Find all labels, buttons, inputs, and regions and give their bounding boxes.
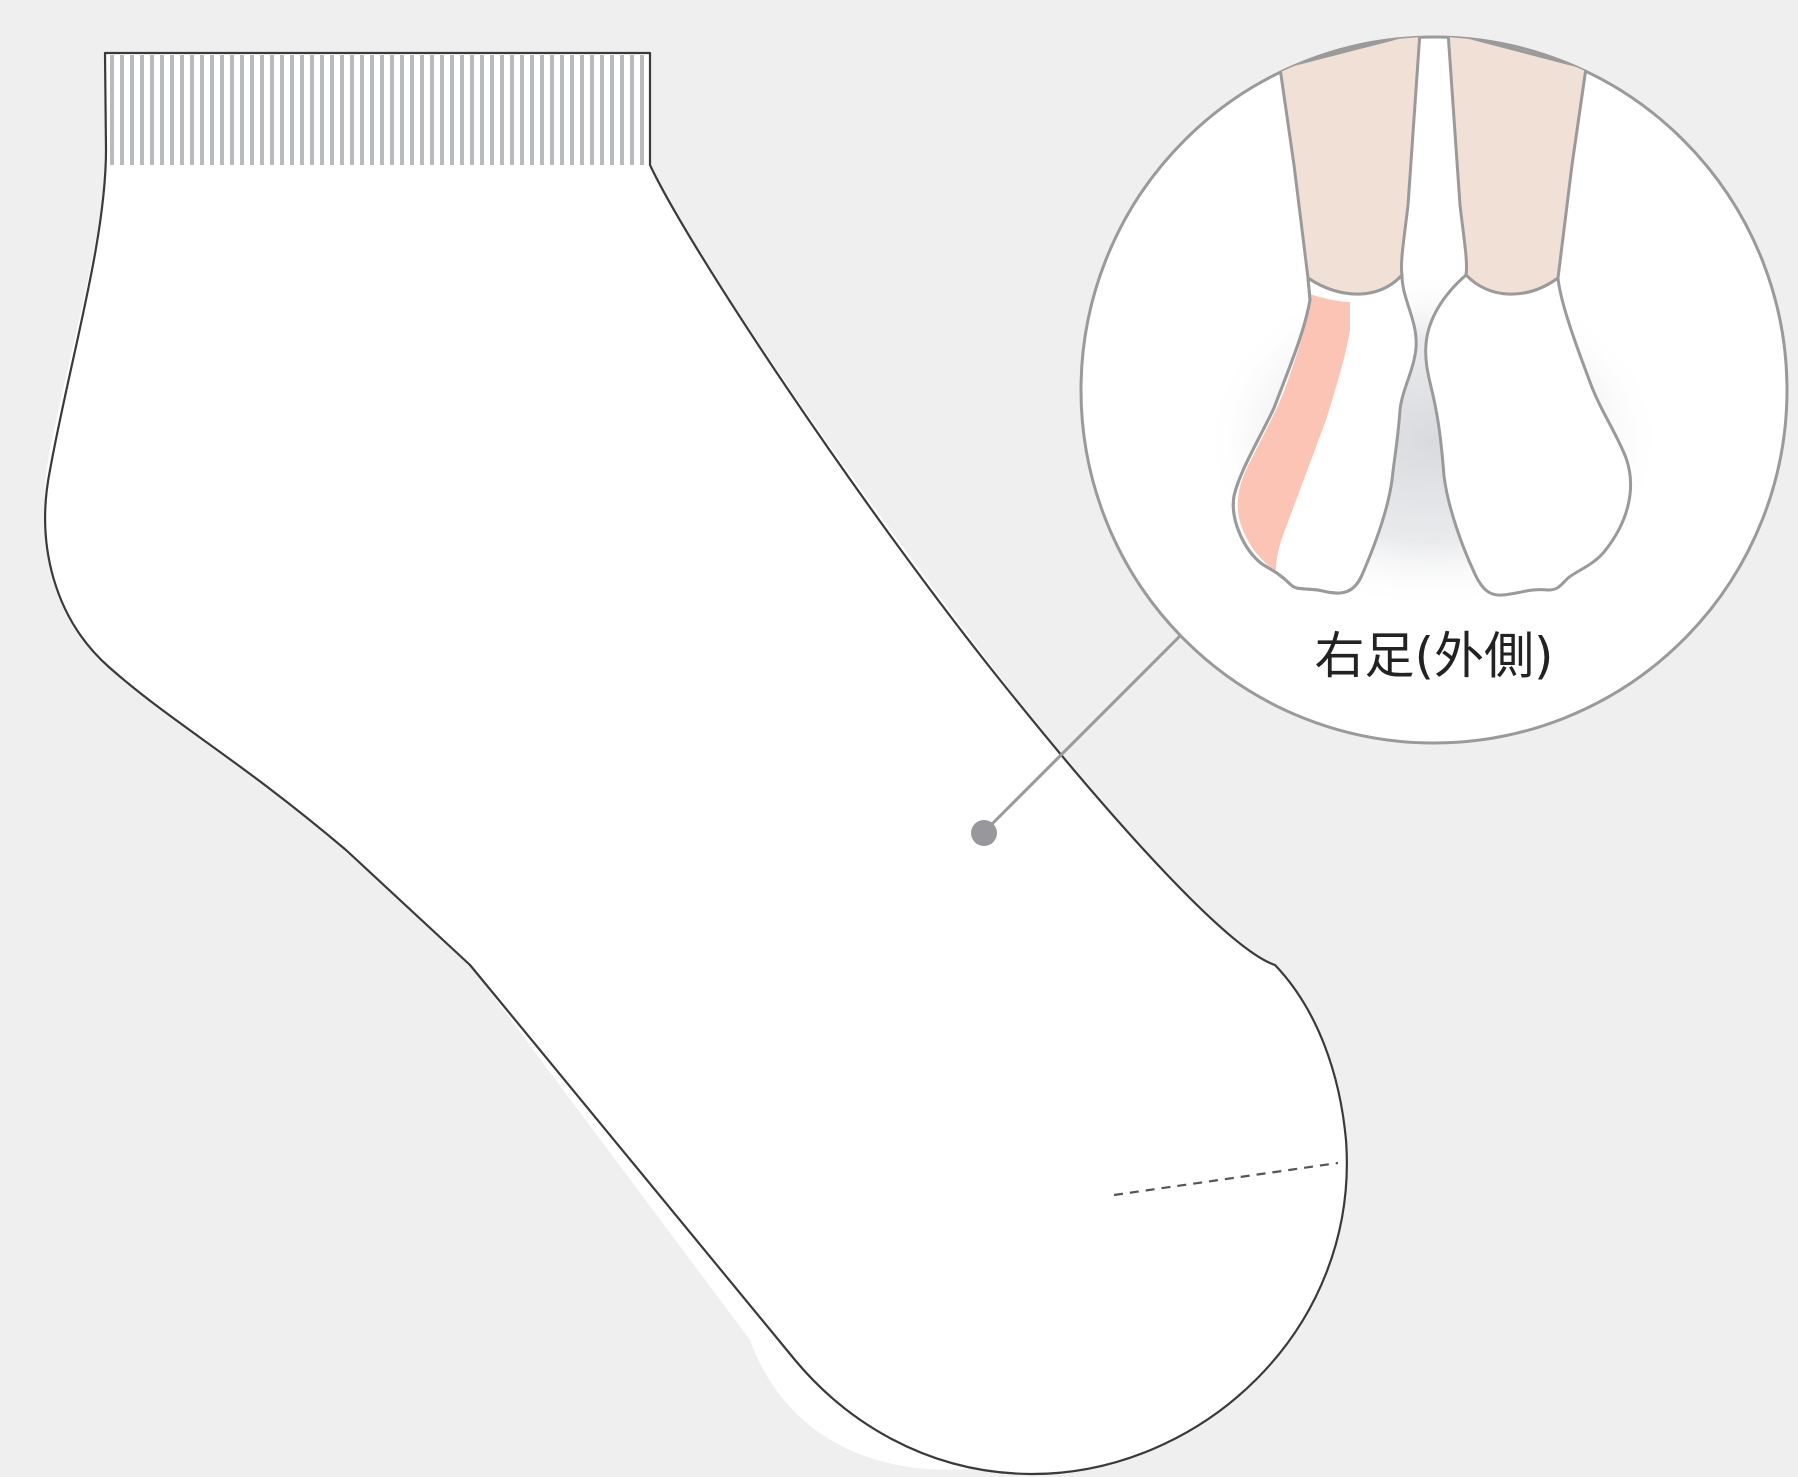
location-marker — [971, 820, 997, 846]
leader-line — [982, 634, 1182, 834]
sock-outline — [44, 51, 1348, 1476]
callout-circle: 右足(外側) — [1079, 35, 1789, 745]
callout-label: 右足(外側) — [1314, 627, 1553, 685]
toe-seam-line — [1113, 1161, 1339, 1197]
outer-side-highlight — [1237, 294, 1350, 570]
left-foot-outline — [1231, 277, 1364, 595]
cuff-ribbing — [110, 55, 644, 165]
right-foot-sock — [1424, 273, 1633, 597]
sock-illustration — [44, 51, 1348, 1476]
callout-leader — [971, 634, 1182, 846]
